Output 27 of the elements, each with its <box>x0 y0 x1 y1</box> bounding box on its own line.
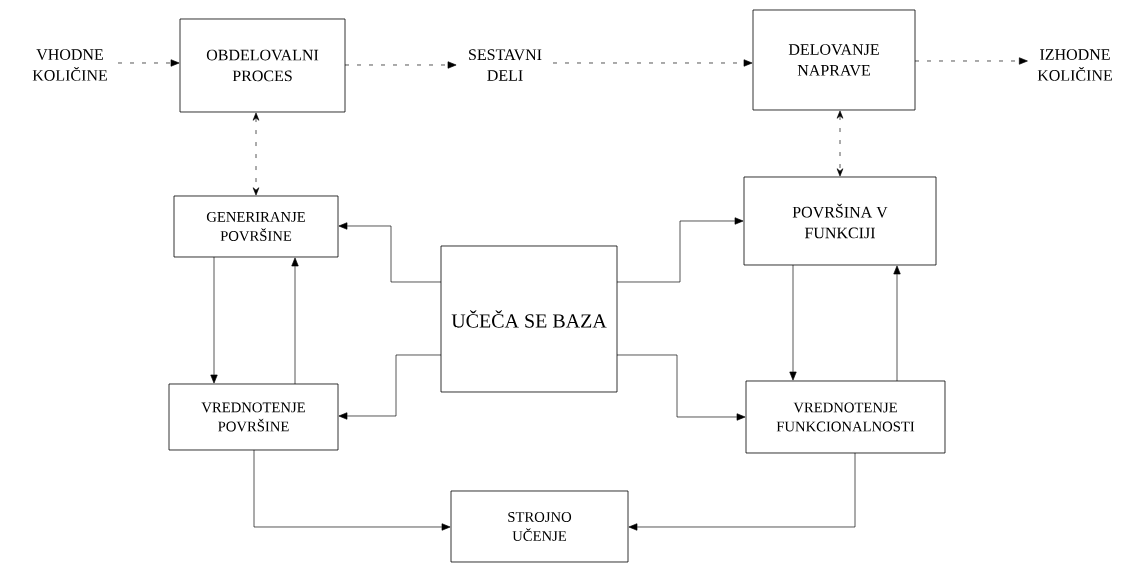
arrow <box>252 112 260 196</box>
process-box: POVRŠINA V FUNKCIJI <box>743 176 937 266</box>
arrow <box>117 59 180 67</box>
arrow <box>616 354 746 421</box>
arrow <box>253 449 451 531</box>
arrow <box>628 452 856 531</box>
arrow <box>344 61 457 69</box>
text-label: IZHODNE KOLIČINE <box>1037 49 1112 81</box>
process-box: VREDNOTENJE POVRŠINE <box>168 383 339 451</box>
process-box: STROJNO UČENJE <box>450 490 629 563</box>
arrow <box>616 217 744 283</box>
process-box: DELOVANJE NAPRAVE <box>752 9 916 111</box>
process-box: GENERIRANJE POVRŠINE <box>173 195 339 258</box>
arrow <box>836 110 844 177</box>
process-box: OBDELOVALNI PROCES <box>179 18 346 113</box>
text-label: SESTAVNI DELI <box>469 49 542 81</box>
arrow <box>552 59 753 67</box>
arrow <box>914 57 1028 65</box>
arrow <box>789 264 797 381</box>
process-box: VREDNOTENJE FUNKCIONALNOSTI <box>745 380 946 454</box>
arrow <box>210 256 218 384</box>
process-box: UČEČA SE BAZA <box>440 245 618 393</box>
arrow <box>893 265 901 382</box>
text-label: VHODNE KOLIČINE <box>32 49 107 81</box>
arrow <box>338 354 442 420</box>
arrow <box>338 222 442 283</box>
arrow <box>291 257 299 385</box>
